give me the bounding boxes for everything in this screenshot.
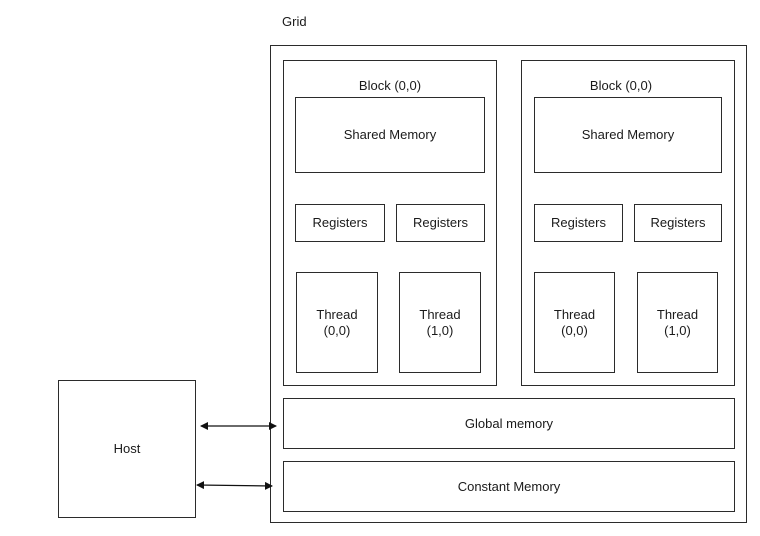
block-right-thread-1: Thread (1,0) xyxy=(637,272,718,373)
thread-index: (1,0) xyxy=(664,322,691,338)
block-left-shared-memory: Shared Memory xyxy=(295,97,485,173)
thread-index: (1,0) xyxy=(426,322,454,338)
thread-label: Thread xyxy=(553,306,596,322)
grid-title: Grid xyxy=(282,14,307,29)
global-memory-label: Global memory xyxy=(464,415,554,431)
registers-label: Registers xyxy=(650,215,706,230)
thread-index: (0,0) xyxy=(323,322,351,338)
block-right-shared-memory: Shared Memory xyxy=(534,97,722,173)
constant-memory-label: Constant Memory xyxy=(457,478,561,494)
block-left-thread-1: Thread (1,0) xyxy=(399,272,481,373)
block-right-title: Block (0,0) xyxy=(589,78,653,93)
constant-memory: Constant Memory xyxy=(283,461,735,512)
registers-label: Registers xyxy=(551,215,606,230)
block-right-registers-1: Registers xyxy=(634,204,722,242)
block-left-registers-0: Registers xyxy=(295,204,385,242)
host-label: Host xyxy=(113,441,141,456)
block-left-thread-0: Thread (0,0) xyxy=(296,272,378,373)
block-right-registers-0: Registers xyxy=(534,204,623,242)
block-left-title: Block (0,0) xyxy=(358,78,422,93)
registers-label: Registers xyxy=(413,215,468,230)
block-right-thread-0: Thread (0,0) xyxy=(534,272,615,373)
block-left-shared-memory-label: Shared Memory xyxy=(343,127,437,142)
global-memory: Global memory xyxy=(283,398,735,449)
block-right-shared-memory-label: Shared Memory xyxy=(581,127,675,142)
thread-label: Thread xyxy=(316,306,358,322)
thread-label: Thread xyxy=(656,306,699,322)
block-left-registers-1: Registers xyxy=(396,204,485,242)
registers-label: Registers xyxy=(312,215,368,230)
host-box: Host xyxy=(58,380,196,518)
thread-label: Thread xyxy=(419,306,461,322)
host-constant-arrow xyxy=(196,481,273,490)
thread-index: (0,0) xyxy=(561,322,588,338)
